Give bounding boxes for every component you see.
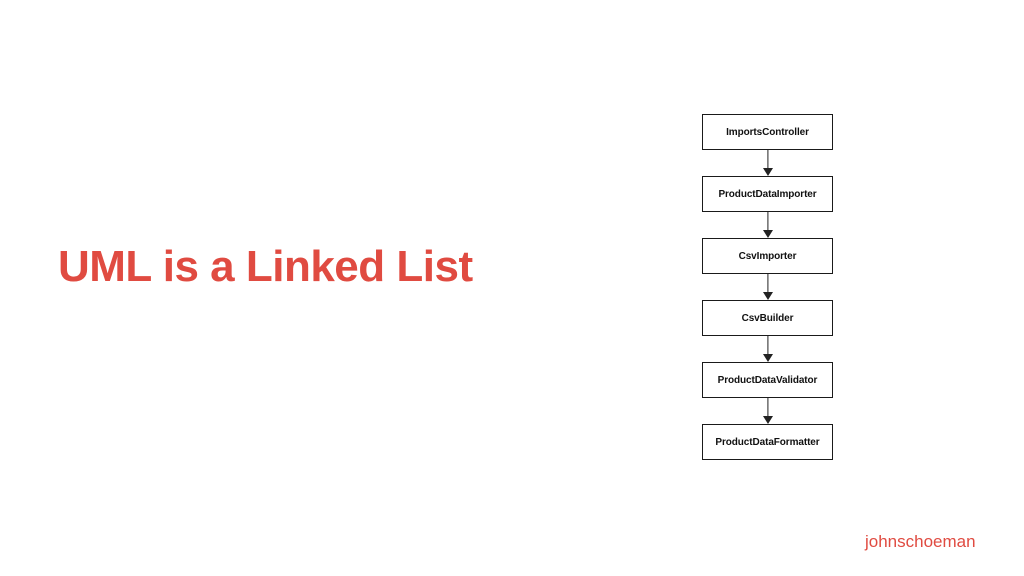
arrowhead-down-icon xyxy=(762,354,773,362)
arrow-connector xyxy=(761,274,775,300)
connector-line xyxy=(766,212,769,231)
slide-title: UML is a Linked List xyxy=(58,242,473,291)
connector-line xyxy=(766,398,769,417)
arrow-connector xyxy=(761,150,775,176)
author-credit: johnschoeman xyxy=(865,532,976,551)
arrow-connector xyxy=(761,212,775,238)
diagram-node: ProductDataValidator xyxy=(702,362,833,398)
arrowhead-down-icon xyxy=(762,168,773,176)
diagram-node: ProductDataImporter xyxy=(702,176,833,212)
connector-line xyxy=(766,336,769,355)
arrowhead-down-icon xyxy=(762,292,773,300)
connector-line xyxy=(766,150,769,169)
arrow-connector xyxy=(761,336,775,362)
connector-line xyxy=(766,274,769,293)
arrow-connector xyxy=(761,398,775,424)
diagram-node: CsvImporter xyxy=(702,238,833,274)
arrowhead-down-icon xyxy=(762,230,773,238)
diagram-node: CsvBuilder xyxy=(702,300,833,336)
diagram-node: ImportsController xyxy=(702,114,833,150)
arrowhead-down-icon xyxy=(762,416,773,424)
diagram-node: ProductDataFormatter xyxy=(702,424,833,460)
